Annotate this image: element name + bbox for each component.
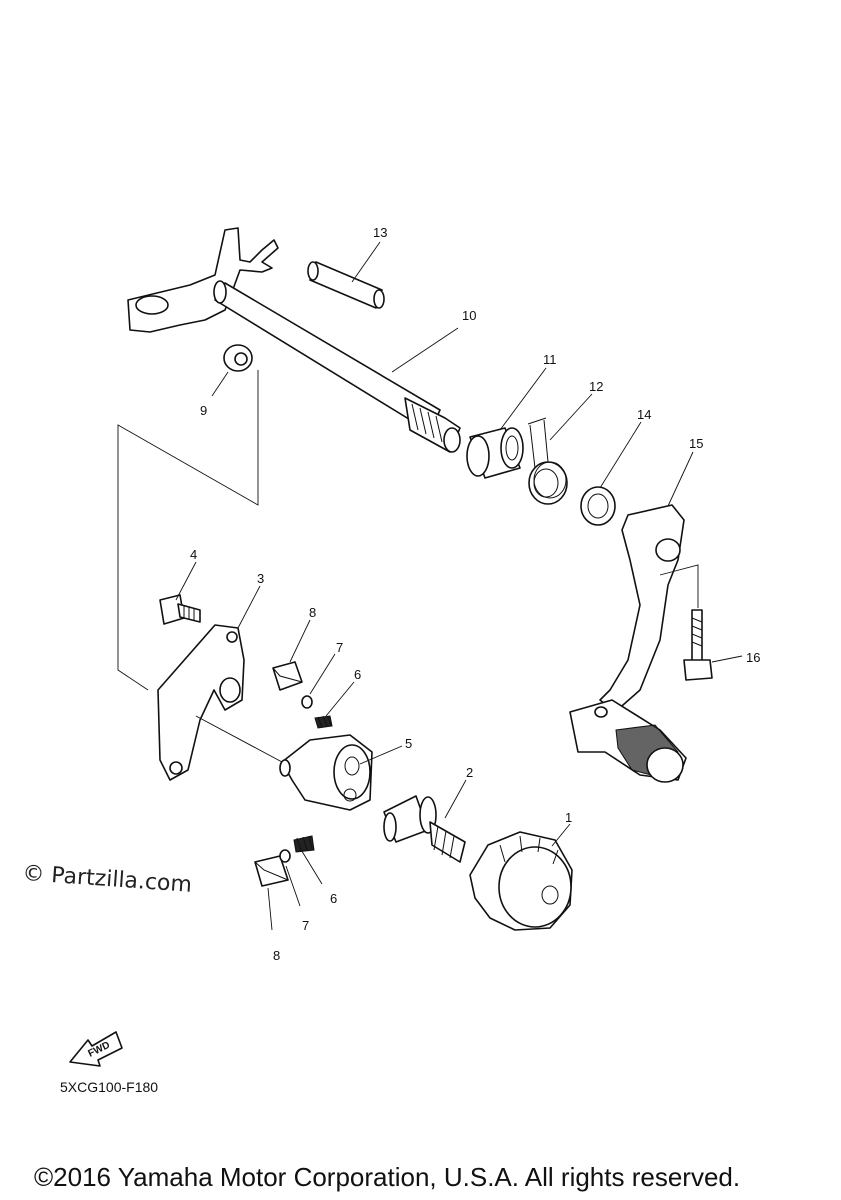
callout-11: 11: [543, 352, 557, 367]
stopper-bolt[interactable]: [159, 594, 201, 625]
segment-plate[interactable]: [157, 624, 245, 781]
shift-drum-stopper[interactable]: [469, 831, 573, 931]
callout-16: 16: [746, 650, 760, 665]
dowel-pin[interactable]: [307, 261, 385, 309]
callout-10: 10: [462, 308, 476, 323]
callout-9: 9: [200, 403, 207, 418]
pin-lower[interactable]: [279, 849, 291, 863]
spring-lower[interactable]: [293, 835, 315, 853]
callout-6b: 6: [330, 891, 337, 906]
callout-7b: 7: [302, 918, 309, 933]
diagram-code: 5XCG100-F180: [60, 1079, 158, 1095]
copyright-notice: ©2016 Yamaha Motor Corporation, U.S.A. A…: [34, 1162, 740, 1192]
callout-4: 4: [190, 547, 197, 562]
oil-seal[interactable]: [223, 344, 253, 372]
fwd-arrow-icon: FWD: [69, 1031, 123, 1067]
collar[interactable]: [466, 427, 524, 479]
shift-pedal[interactable]: [569, 504, 687, 783]
callout-13: 13: [373, 225, 387, 240]
callout-3: 3: [257, 571, 264, 586]
spring-upper[interactable]: [314, 715, 333, 729]
washer[interactable]: [580, 486, 616, 526]
callout-1: 1: [565, 810, 572, 825]
pawl-upper[interactable]: [272, 661, 303, 691]
callout-6a: 6: [354, 667, 361, 682]
callout-15: 15: [689, 436, 703, 451]
shift-shaft[interactable]: [127, 227, 461, 453]
callout-12: 12: [589, 379, 603, 394]
partzilla-watermark: © Partzilla.com: [22, 861, 193, 898]
callout-8a: 8: [309, 605, 316, 620]
torsion-spring[interactable]: [527, 417, 568, 505]
pawl-lower[interactable]: [254, 855, 289, 887]
segment-bolt[interactable]: [383, 795, 466, 863]
callout-2: 2: [466, 765, 473, 780]
pin-upper[interactable]: [301, 695, 313, 709]
callout-8b: 8: [273, 948, 280, 963]
pedal-bolt[interactable]: [683, 609, 713, 681]
callout-5: 5: [405, 736, 412, 751]
callout-14: 14: [637, 407, 651, 422]
callout-7a: 7: [336, 640, 343, 655]
shift-drum-segment[interactable]: [279, 734, 373, 811]
